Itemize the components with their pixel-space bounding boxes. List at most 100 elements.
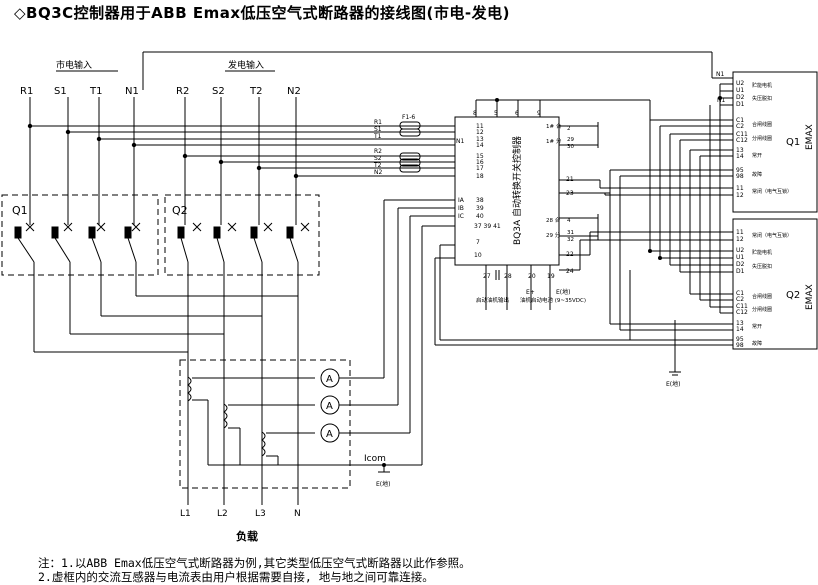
- phase-label-mains-0: R1: [20, 86, 33, 97]
- emax1-n1-b: N1: [717, 97, 725, 104]
- note-line-2: 2.虚框内的交流互感器与电流表由用户根据需要自接, 地与地之间可靠连接。: [38, 570, 434, 584]
- emax1-n1: N1: [716, 71, 724, 78]
- emax1-name: Q1: [786, 137, 800, 148]
- ctrl-top-pin-1: 5: [494, 110, 498, 117]
- emax1-pin-9: 14: [736, 153, 744, 160]
- emax1-pin-3: D1: [736, 101, 745, 108]
- emax1-label-1: 失压脱扣: [752, 95, 772, 102]
- emax1-pin-8: 13: [736, 147, 744, 154]
- load-phase-2: L3: [255, 509, 266, 519]
- gen-input-label: 发电输入: [228, 59, 264, 71]
- ctrl-bottom-ground: E(地): [556, 288, 570, 296]
- right-pin-0: 21: [566, 176, 574, 183]
- icom-label: Icom: [364, 454, 386, 464]
- emax2-label-3: 合闸线圈: [752, 293, 772, 300]
- ctrl-bottom-label-1: 油机启动电池 (9~35VDC): [520, 296, 586, 304]
- ctrl-left-pin-6: 17: [476, 165, 484, 172]
- ct-label-2: IC: [458, 213, 464, 220]
- note-line-1: 注：1.以ABB Emax低压空气式断路器为例,其它类型低压空气式断路器以此作参…: [38, 556, 471, 570]
- ctrl-left-pin-2: 13: [476, 136, 484, 143]
- ctrl-left-pin-5: 16: [476, 159, 484, 166]
- emax1-pin-10: 95: [736, 167, 744, 174]
- ct-pin-2: 40: [476, 213, 484, 220]
- wire-label-6: T2: [373, 162, 382, 169]
- ctrl-bottom-pin-0: 27: [483, 273, 491, 280]
- wire-label-5: S2: [374, 155, 382, 162]
- wire-label-3: N1: [456, 138, 464, 145]
- relay-pin-5: 28 合: [546, 216, 561, 224]
- wire-label-4: R2: [374, 148, 382, 155]
- ctrl-top-pin-0: 8: [473, 110, 477, 117]
- phase-label-gen-1: S2: [212, 86, 225, 97]
- icom-ground-label: E(地): [376, 480, 390, 488]
- ctrl-left-pin-4: 15: [476, 153, 484, 160]
- emax2-pin-1: 12: [736, 236, 744, 243]
- emax2-pin-5: D1: [736, 268, 745, 275]
- ctrl-bottom-pin-3: 19: [547, 273, 555, 280]
- ctrl-bottom-pin-1: 28: [504, 273, 512, 280]
- ammeter-a-0: A: [326, 374, 333, 385]
- emax2-label-5: 常开: [752, 323, 762, 330]
- ct-pin-1: 39: [476, 205, 484, 212]
- relay-pin-9: 32: [567, 237, 574, 243]
- emax2-pin-4: D2: [736, 261, 745, 268]
- emax1-pin-0: U2: [736, 80, 744, 87]
- load-phase-0: L1: [180, 509, 191, 519]
- emax2-pin-2: U2: [736, 247, 744, 254]
- emax1-pin-7: C12: [736, 137, 748, 144]
- emax1-label-6: 常闭（电气互锁）: [752, 188, 792, 195]
- emax2-pin-13: 98: [736, 342, 744, 349]
- phase-label-gen-2: T2: [249, 86, 262, 97]
- emax1-pin-12: 11: [736, 185, 744, 192]
- emax2-title: EMAX: [805, 284, 815, 310]
- relay-pin-2: 1# 分: [546, 137, 562, 145]
- load-phase-1: L2: [217, 509, 228, 519]
- emax2-pin-3: U1: [736, 254, 744, 261]
- load-phase-3: N: [294, 509, 301, 519]
- emax1-label-3: 分闸线圈: [752, 135, 772, 142]
- emax2-pin-11: 14: [736, 326, 744, 333]
- emax1-title: EMAX: [805, 124, 815, 150]
- emax1-label-0: 贮能电机: [752, 82, 772, 89]
- relay-pin-3: 29: [567, 137, 574, 143]
- emax1-pin-2: D2: [736, 94, 745, 101]
- ctrl-pin-10: 10: [474, 252, 482, 259]
- emax1-label-5: 故障: [752, 171, 762, 178]
- ctrl-top-pin-2: 6: [515, 110, 519, 117]
- phase-label-mains-1: S1: [54, 86, 67, 97]
- controller-name: BQ3A 自动转换开关控制器: [511, 136, 523, 245]
- ctrl-bottom-label-0: 启动油机输出: [476, 296, 509, 304]
- emax2-pin-9: C12: [736, 309, 748, 316]
- phase-label-mains-2: T1: [89, 86, 102, 97]
- ctrl-bottom-pin-2: 20: [528, 273, 536, 280]
- load-label: 负载: [236, 529, 258, 543]
- right-pin-1: 23: [566, 190, 574, 197]
- wire-label-7: N2: [374, 169, 382, 176]
- emax1-pin-6: C11: [736, 131, 748, 138]
- phase-label-gen-3: N2: [287, 86, 301, 97]
- diagram-title: ◇BQ3C控制器用于ABB Emax低压空气式断路器的接线图(市电-发电): [14, 4, 510, 22]
- right-pin-3: 24: [566, 268, 574, 275]
- emax1-pin-1: U1: [736, 87, 744, 94]
- emax2-pin-12: 95: [736, 336, 744, 343]
- ammeter-a-1: A: [326, 401, 333, 412]
- ctrl-bottom-e: E+: [526, 289, 535, 296]
- breaker-q2-label: Q2: [172, 204, 188, 217]
- ammeter-a-2: A: [326, 429, 333, 440]
- emax2-pin-6: C1: [736, 290, 744, 297]
- emax1-label-2: 合闸线圈: [752, 121, 772, 128]
- ctrl-left-pin-0: 11: [476, 123, 484, 130]
- phase-label-mains-3: N1: [125, 86, 139, 97]
- right-pin-2: 22: [566, 251, 574, 258]
- ctrl-top-pin-3: 9: [537, 110, 541, 117]
- mains-input-label: 市电输入: [56, 59, 92, 71]
- wire-label-1: S1: [374, 126, 382, 133]
- emax1-pin-13: 12: [736, 192, 744, 199]
- emax1-pin-5: C2: [736, 123, 744, 130]
- emax2-label-6: 故障: [752, 340, 762, 347]
- emax2-pin-10: 13: [736, 320, 744, 327]
- emax2-pin-0: 11: [736, 229, 744, 236]
- emax2-label-0: 常闭（电气互锁）: [752, 232, 792, 239]
